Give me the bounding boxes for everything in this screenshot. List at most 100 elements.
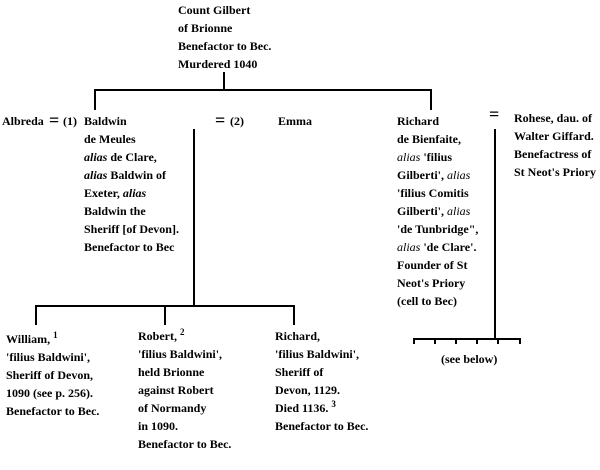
- gilbert-line-2: of Brionne: [178, 21, 233, 35]
- robert-line-3: held Brionne: [138, 365, 205, 379]
- count-gilbert: Count Gilbert of Brionne Benefactor to B…: [178, 1, 271, 73]
- rohese-line-1: Rohese, dau. of: [514, 111, 593, 125]
- child-tick: [519, 338, 521, 344]
- marriage-sign-3: =: [489, 104, 500, 124]
- robert-line-7: Benefactor to Bec.: [138, 437, 232, 451]
- baldwin-line-5-pre: Exeter,: [84, 186, 123, 200]
- baldwin-line-3-rest: de Clare,: [107, 150, 157, 164]
- robert-drop-line: [164, 305, 166, 325]
- see-below-note: (see below): [441, 350, 497, 368]
- generation-2-right-line: [413, 338, 521, 340]
- gilbert-line-1: Count Gilbert: [178, 3, 251, 17]
- richard-son-death: Died 1136.: [275, 401, 329, 415]
- alias-word: alias: [84, 150, 108, 164]
- richard-son-line-3: Sheriff of: [275, 365, 324, 379]
- william-line-1: William,1: [6, 330, 99, 348]
- child-tick: [455, 338, 457, 344]
- richard-line-8-rest: 'de Clare'.: [420, 240, 477, 254]
- marriage-sign-1: =: [49, 110, 60, 130]
- footnote-marker: 1: [53, 330, 58, 340]
- richard-line-10: Neot's Priory: [397, 276, 466, 290]
- baldwin-de-meules: Baldwin de Meules alias de Clare, alias …: [84, 112, 179, 256]
- robert: Robert,2 'filius Baldwini', held Brionne…: [138, 327, 231, 453]
- child-tick: [413, 338, 415, 344]
- see-below-text: (see below): [441, 352, 498, 366]
- richard-son-line-1: Richard,: [275, 329, 320, 343]
- richard-line-9: Founder of St: [397, 258, 468, 272]
- baldwin-line-3: alias de Clare,: [84, 148, 179, 166]
- richard-son-drop-line: [293, 305, 295, 325]
- richard-line-3: alias 'filius: [397, 148, 478, 166]
- robert-line-4: against Robert: [138, 383, 214, 397]
- alias-word: alias: [447, 168, 471, 182]
- richard-drop-line: [430, 89, 432, 110]
- baldwin-drop-line: [94, 89, 96, 110]
- robert-name: Robert,: [138, 329, 177, 343]
- richard-line-3-rest: 'filius: [420, 150, 453, 164]
- richard-line-4: Gilberti', alias: [397, 166, 478, 184]
- william-line-3: Sheriff of Devon,: [6, 368, 93, 382]
- baldwin-line-4: alias Baldwin of: [84, 166, 179, 184]
- marriage-sign-2: =: [215, 110, 226, 130]
- marker-1-text: (1): [63, 114, 77, 128]
- baldwin-line-8: Benefactor to Bec: [84, 240, 175, 254]
- rohese-line-4: St Neot's Priory: [514, 165, 596, 179]
- richard-son-line-5: Died 1136.3: [275, 399, 368, 417]
- richard-line-2: de Bienfaite,: [397, 132, 461, 146]
- richard-son-line-4: Devon, 1129.: [275, 383, 341, 397]
- child-tick: [497, 338, 499, 344]
- rohese-line-2: Walter Giffard.: [514, 129, 594, 143]
- baldwin-line-4-rest: Baldwin of: [107, 168, 167, 182]
- william-drop-line: [35, 305, 37, 325]
- alias-word: alias: [397, 240, 421, 254]
- richard-rohese-descent-line: [494, 129, 496, 339]
- richard-line-4-pre: Gilberti',: [397, 168, 447, 182]
- albreda-name: Albreda: [2, 114, 44, 128]
- richard-line-7: 'de Tunbridge",: [397, 222, 479, 236]
- baldwin-line-7: Sheriff [of Devon].: [84, 222, 179, 236]
- robert-line-1: Robert,2: [138, 327, 231, 345]
- william: William,1 'filius Baldwini', Sheriff of …: [6, 330, 99, 420]
- robert-line-2: 'filius Baldwini',: [138, 347, 223, 361]
- richard-line-8: alias 'de Clare'.: [397, 238, 478, 256]
- richard-line-5: 'filius Comitis: [397, 186, 469, 200]
- marriage-marker-2: (2): [230, 112, 244, 130]
- william-line-5: Benefactor to Bec.: [6, 404, 100, 418]
- william-name: William,: [6, 332, 51, 346]
- emma: Emma: [278, 112, 312, 130]
- gilbert-descent-line: [223, 72, 225, 90]
- william-line-2: 'filius Baldwini',: [6, 350, 91, 364]
- generation-1-line: [94, 89, 431, 91]
- baldwin-line-6: Baldwin the: [84, 204, 146, 218]
- richard-de-bienfaite: Richard de Bienfaite, alias 'filius Gilb…: [397, 112, 478, 310]
- child-tick: [476, 338, 478, 344]
- richard-son-line-6: Benefactor to Bec.: [275, 419, 369, 433]
- child-tick: [434, 338, 436, 344]
- alias-word: alias: [447, 204, 471, 218]
- alias-word: alias: [122, 186, 147, 200]
- richard-line-6-pre: Gilberti',: [397, 204, 447, 218]
- baldwin-line-5: Exeter, alias: [84, 184, 179, 202]
- richard-son-line-2: 'filius Baldwini',: [275, 347, 360, 361]
- marriage-marker-1: (1): [63, 112, 77, 130]
- albreda: Albreda: [2, 112, 44, 130]
- gilbert-line-4: Murdered 1040: [178, 57, 258, 71]
- rohese: Rohese, dau. of Walter Giffard. Benefact…: [514, 109, 596, 181]
- footnote-marker: 2: [180, 327, 185, 337]
- gilbert-line-3: Benefactor to Bec.: [178, 39, 272, 53]
- richard-line-6: Gilberti', alias: [397, 202, 478, 220]
- baldwin-emma-descent-line: [193, 129, 195, 306]
- rohese-line-3: Benefactress of: [514, 147, 592, 161]
- richard-line-1: Richard: [397, 114, 439, 128]
- baldwin-line-1: Baldwin: [84, 114, 127, 128]
- richard-line-11: (cell to Bec): [397, 294, 457, 308]
- alias-word: alias: [397, 150, 421, 164]
- alias-word: alias: [84, 168, 108, 182]
- emma-name: Emma: [278, 114, 312, 128]
- richard-son: Richard, 'filius Baldwini', Sheriff of D…: [275, 327, 368, 435]
- footnote-marker: 3: [331, 399, 336, 409]
- william-line-4: 1090 (see p. 256).: [6, 386, 93, 400]
- baldwin-line-2: de Meules: [84, 132, 136, 146]
- marker-2-text: (2): [230, 114, 244, 128]
